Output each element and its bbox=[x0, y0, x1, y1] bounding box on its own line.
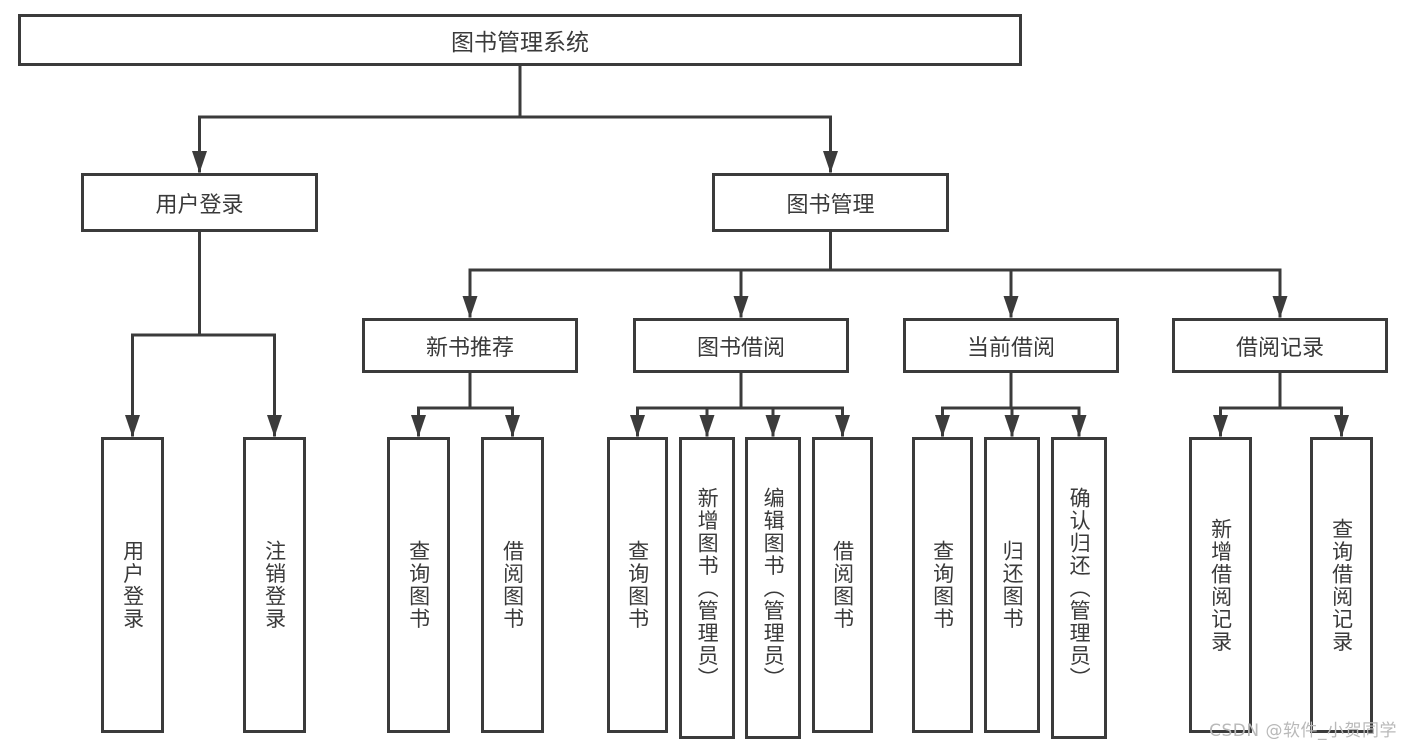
arrow-to-level2-1 bbox=[733, 296, 749, 318]
connectors-layer bbox=[125, 64, 1349, 437]
node-leaf-box-1[interactable] bbox=[243, 437, 306, 733]
node-leaf-box-8[interactable] bbox=[912, 437, 973, 733]
node-root-box[interactable] bbox=[18, 14, 1022, 66]
node-leaf-box-3[interactable] bbox=[481, 437, 544, 733]
arrow-to-level1-0 bbox=[192, 151, 207, 173]
arrow-to-user-leaf-0 bbox=[125, 415, 140, 437]
arrow-to-leaf-2-2 bbox=[1071, 415, 1087, 437]
node-leaf-box-11[interactable] bbox=[1189, 437, 1252, 733]
arrow-to-leaf-1-0 bbox=[630, 415, 645, 437]
boxes-layer bbox=[18, 14, 1388, 739]
arrow-to-leaf-3-0 bbox=[1213, 415, 1228, 437]
arrow-to-level1-1 bbox=[823, 151, 838, 173]
node-leaf-box-9[interactable] bbox=[984, 437, 1040, 733]
node-level2-box-0[interactable] bbox=[362, 318, 578, 373]
arrow-to-leaf-3-1 bbox=[1334, 415, 1349, 437]
node-leaf-box-6[interactable] bbox=[745, 437, 801, 739]
arrow-to-leaf-2-0 bbox=[935, 415, 950, 437]
node-leaf-box-0[interactable] bbox=[101, 437, 164, 733]
node-leaf-box-7[interactable] bbox=[812, 437, 873, 733]
watermark-text: CSDN @软件_小贺同学 bbox=[1209, 721, 1397, 741]
arrow-to-leaf-1-1 bbox=[699, 415, 715, 437]
node-level1-box-1[interactable] bbox=[712, 173, 949, 232]
arrow-to-leaf-1-2 bbox=[765, 415, 781, 437]
arrow-to-leaf-0-0 bbox=[411, 415, 426, 437]
node-leaf-box-12[interactable] bbox=[1310, 437, 1373, 733]
arrow-to-leaf-0-1 bbox=[505, 415, 520, 437]
arrow-to-level2-2 bbox=[1003, 296, 1019, 318]
node-leaf-box-5[interactable] bbox=[679, 437, 735, 739]
node-leaf-box-4[interactable] bbox=[607, 437, 668, 733]
node-level1-box-0[interactable] bbox=[81, 173, 318, 232]
arrow-to-leaf-1-3 bbox=[835, 415, 850, 437]
node-leaf-box-10[interactable] bbox=[1051, 437, 1107, 739]
arrow-to-level2-0 bbox=[462, 296, 478, 318]
arrow-to-leaf-2-1 bbox=[1004, 415, 1020, 437]
node-level2-box-3[interactable] bbox=[1172, 318, 1388, 373]
arrow-to-level2-3 bbox=[1272, 296, 1288, 318]
arrow-to-user-leaf-1 bbox=[267, 415, 282, 437]
node-level2-box-2[interactable] bbox=[903, 318, 1119, 373]
node-leaf-box-2[interactable] bbox=[387, 437, 450, 733]
node-level2-box-1[interactable] bbox=[633, 318, 849, 373]
